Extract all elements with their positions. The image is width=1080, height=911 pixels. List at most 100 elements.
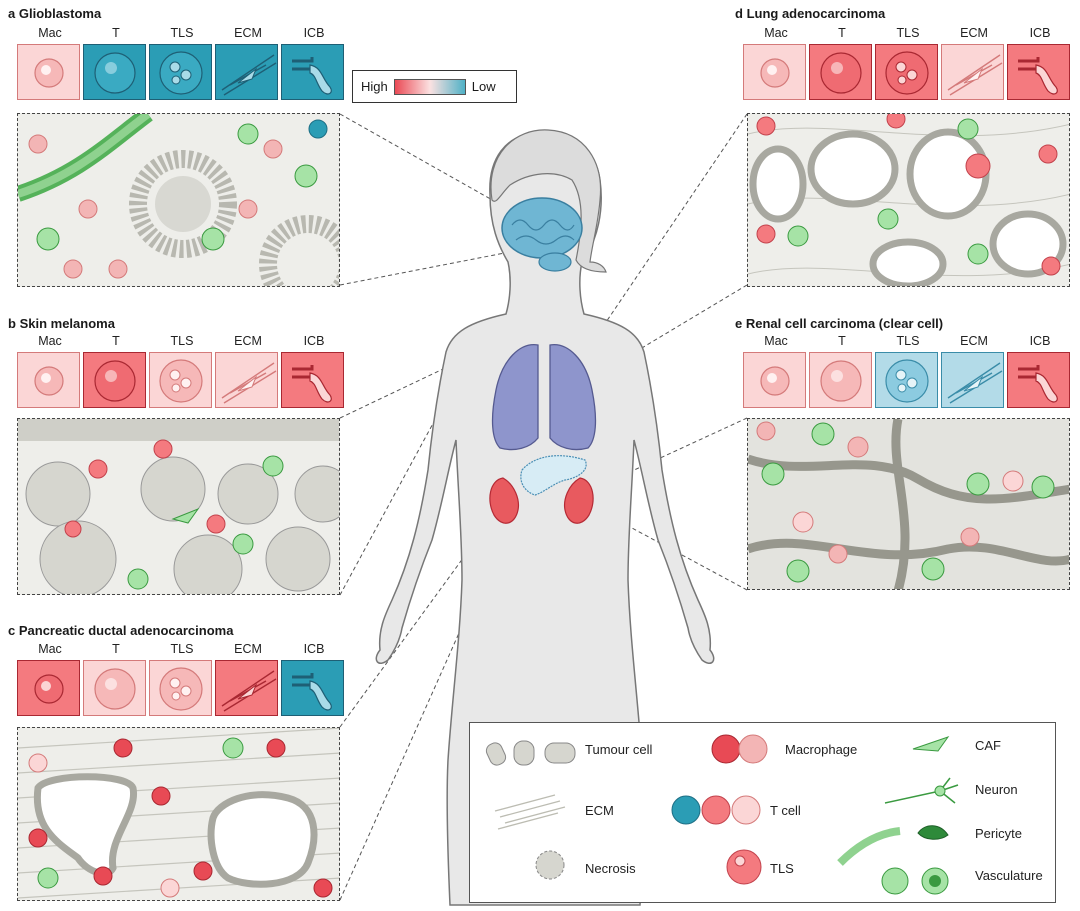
col-header-mac: Mac xyxy=(764,26,788,40)
tile-tls-lowpink xyxy=(149,352,212,408)
panel-a-tissue xyxy=(17,113,340,287)
tile-ecm-low xyxy=(215,44,278,100)
tls-icon xyxy=(159,359,203,403)
tile-t-high xyxy=(83,352,146,408)
panel-d-column-headers: Mac T TLS ECM ICB xyxy=(743,26,1073,40)
panel-d-letter: d xyxy=(735,6,743,21)
panel-a-name: Glioblastoma xyxy=(18,6,102,21)
ecm-icon xyxy=(947,362,1003,404)
panel-d-tissue xyxy=(747,113,1070,287)
col-header-tls: TLS xyxy=(170,26,194,40)
t-icon xyxy=(820,360,862,402)
renal-tissue-illustration xyxy=(748,419,1069,589)
col-header-t: T xyxy=(838,334,846,348)
tile-icb-high xyxy=(1007,352,1070,408)
legend-icons xyxy=(485,734,959,895)
mac-icon xyxy=(34,58,64,88)
expression-scale: High Low xyxy=(352,70,517,103)
scale-high-label: High xyxy=(361,79,388,94)
brain-organ xyxy=(501,197,583,272)
tile-t-low xyxy=(83,44,146,100)
panel-d-name: Lung adenocarcinoma xyxy=(746,6,886,21)
tile-icb-high xyxy=(1007,44,1070,100)
col-header-icb: ICB xyxy=(303,26,325,40)
col-header-t: T xyxy=(838,26,846,40)
tile-mac-lowpink xyxy=(743,352,806,408)
col-header-mac: Mac xyxy=(764,334,788,348)
tile-icb-high xyxy=(281,352,344,408)
legend-pericyte-label: Pericyte xyxy=(975,826,1022,841)
ecm-icon xyxy=(947,54,1003,96)
col-header-t: T xyxy=(112,26,120,40)
tile-icb-low xyxy=(281,44,344,100)
icb-icon xyxy=(292,365,332,403)
ecm-icon xyxy=(221,362,277,404)
col-header-tls: TLS xyxy=(170,334,194,348)
tile-tls-low xyxy=(149,44,212,100)
mac-icon xyxy=(34,674,64,704)
panel-e-letter: e xyxy=(735,316,743,331)
col-header-tls: TLS xyxy=(896,334,920,348)
scale-gradient-bar xyxy=(393,78,466,95)
panel-d-title: d Lung adenocarcinoma xyxy=(735,6,885,21)
panel-c-letter: c xyxy=(8,623,16,638)
tile-mac-lowpink xyxy=(743,44,806,100)
legend-tumour-label: Tumour cell xyxy=(585,742,653,757)
panel-d-tiles xyxy=(743,44,1070,100)
tls-icon xyxy=(159,51,203,95)
col-header-mac: Mac xyxy=(38,642,62,656)
melanoma-tissue-illustration xyxy=(18,419,339,594)
panel-e-tissue xyxy=(747,418,1070,590)
mac-icon xyxy=(760,58,790,88)
panel-c-tiles xyxy=(17,660,344,716)
col-header-tls: TLS xyxy=(170,642,194,656)
tile-ecm-lowpink xyxy=(215,352,278,408)
col-header-t: T xyxy=(112,642,120,656)
legend-tcell-label: T cell xyxy=(770,803,801,818)
tile-ecm-high xyxy=(215,660,278,716)
tile-ecm-lightblue xyxy=(941,352,1004,408)
legend-vasculature-label: Vasculature xyxy=(975,868,1043,883)
panel-c-name: Pancreatic ductal adenocarcinoma xyxy=(18,623,234,638)
panel-e-column-headers: Mac T TLS ECM ICB xyxy=(743,334,1073,348)
col-header-ecm: ECM xyxy=(960,334,988,348)
col-header-ecm: ECM xyxy=(234,642,262,656)
t-icon xyxy=(820,52,862,94)
panel-b-column-headers: Mac T TLS ECM ICB xyxy=(17,334,347,348)
col-header-icb: ICB xyxy=(1029,334,1051,348)
icb-icon xyxy=(1018,365,1058,403)
t-icon xyxy=(94,668,136,710)
col-header-icb: ICB xyxy=(1029,26,1051,40)
tile-mac-lowpink xyxy=(17,352,80,408)
legend-ecm-label: ECM xyxy=(585,803,614,818)
body-silhouette xyxy=(375,132,715,906)
panel-b-letter: b xyxy=(8,316,16,331)
col-header-ecm: ECM xyxy=(234,334,262,348)
col-header-mac: Mac xyxy=(38,334,62,348)
legend-necrosis-label: Necrosis xyxy=(585,861,636,876)
panel-c-tissue xyxy=(17,727,340,901)
kidneys-organ xyxy=(489,477,594,524)
icb-icon xyxy=(292,673,332,711)
col-header-t: T xyxy=(112,334,120,348)
panel-c-column-headers: Mac T TLS ECM ICB xyxy=(17,642,347,656)
tile-t-lowpink xyxy=(83,660,146,716)
panel-c-title: c Pancreatic ductal adenocarcinoma xyxy=(8,623,233,638)
tls-icon xyxy=(885,51,929,95)
ecm-icon xyxy=(221,670,277,712)
col-header-ecm: ECM xyxy=(960,26,988,40)
tls-icon xyxy=(885,359,929,403)
col-header-tls: TLS xyxy=(896,26,920,40)
icb-icon xyxy=(292,57,332,95)
t-icon xyxy=(94,360,136,402)
tile-tls-high xyxy=(875,44,938,100)
panel-b-tiles xyxy=(17,352,344,408)
panel-a-tiles xyxy=(17,44,344,100)
tile-ecm-lowpink xyxy=(941,44,1004,100)
col-header-ecm: ECM xyxy=(234,26,262,40)
legend-caf-label: CAF xyxy=(975,738,1001,753)
col-header-icb: ICB xyxy=(303,642,325,656)
hair xyxy=(490,129,607,273)
tile-tls-lowpink xyxy=(149,660,212,716)
